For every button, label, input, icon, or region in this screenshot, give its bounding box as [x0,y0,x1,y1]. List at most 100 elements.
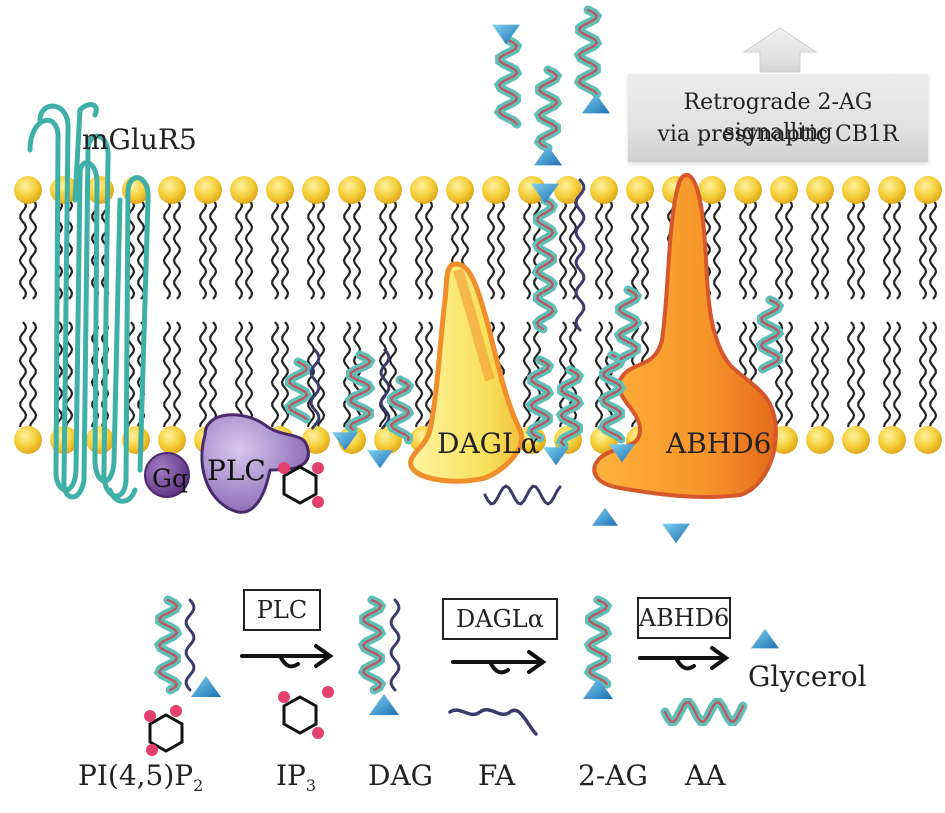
lipid-tail [388,321,398,428]
arachidonic-acid-core [663,701,745,723]
lipid-tail [784,199,794,300]
lipid-head [842,176,870,204]
lipid-tail [198,321,208,428]
lipid-tail [234,321,244,428]
lipid-tail [208,321,218,428]
lipid-tail [316,321,326,428]
lipid-head [446,176,474,204]
lipid-tail [234,199,244,300]
acyl-chain-core [287,360,309,421]
glycerol-triangle [543,447,569,466]
acyl-chain-core [157,598,179,692]
lipid-head [734,176,762,204]
lipid-head [878,176,906,204]
lipid-tail [136,199,146,300]
lipid-tail [810,321,820,428]
lipid-tail [18,321,28,428]
lipid-tail [424,321,434,428]
fa-molecule [448,708,538,736]
lipid-tail [522,199,532,300]
lipid-head [410,176,438,204]
lipid-head [770,176,798,204]
acyl-chain-core [617,288,639,361]
saturated-chain [184,598,196,692]
mglur5-label: mGluR5 [82,123,197,156]
lipid-tail [784,321,794,428]
enzyme-box-dagl: DAGLα [442,598,558,640]
lipid-tail [892,199,902,300]
abhd6-enzyme [592,173,778,499]
lipid-tail [568,199,578,300]
lipid-tail [270,199,280,300]
lipid-tail [810,199,820,300]
lipid-head [626,176,654,204]
lipid-head [806,176,834,204]
lipid-head [698,176,726,204]
lipid-head [878,426,906,454]
glycerol-triangle [367,450,393,469]
lipid-tail [18,199,28,300]
acyl-chain-core [577,8,599,96]
glycerol-triangle [369,694,399,715]
glycerol-triangle [492,24,520,45]
abhd6-label: ABHD6 [666,427,772,460]
dagl-label: DAGLα [437,427,540,460]
lipid-tail [738,199,748,300]
lipid-tail [882,321,892,428]
lipid-head [914,176,942,204]
lipid-tail [712,199,722,300]
ip3-molecule [278,686,334,739]
saturated-chain [574,178,586,332]
enzyme-box-abhd6: ABHD6 [637,597,731,639]
ip3-label: IP3 [276,759,317,795]
lipid-head [230,176,258,204]
acyl-chain-core [361,598,383,692]
lipid-tail [486,199,496,300]
lipid-tail [918,321,928,428]
lipid-tail [162,199,172,300]
lipid-tail [856,199,866,300]
acyl-chain-core [759,298,781,371]
lipid-tail [846,321,856,428]
lipid-tail [208,199,218,300]
lipid-head [158,426,186,454]
saturated-chain [379,348,391,430]
lipid-tail [280,199,290,300]
lipid-head [806,426,834,454]
pip2-label: PI(4,5)P2 [78,759,204,795]
acyl-chain-core [389,378,411,442]
membrane-lipid-chains [153,5,785,726]
retrograde-arrow [742,27,818,73]
acyl-chain [344,350,376,435]
lipid-head [266,176,294,204]
lipid-tail [172,199,182,300]
lipid-tail [424,199,434,300]
lipid-tail [820,199,830,300]
acyl-chain-core [535,198,555,331]
lipid-tail [594,199,604,300]
lipid-tail [378,321,388,428]
acyl-chain-core [601,353,623,441]
acyl-chain-core [537,68,559,150]
two-ag-label: 2-AG [578,759,648,792]
lipid-head [518,176,546,204]
lipid-tail [640,199,650,300]
lipid-tail [244,199,254,300]
lipid-tail [352,199,362,300]
fa-label: FA [478,759,516,792]
retrograde-signal-box: Retrograde 2-AG signalling via presynapt… [628,74,928,162]
plc-enzyme [200,413,310,514]
glycerol-triangle [751,628,779,649]
enzyme-box-plc: PLC [243,589,321,631]
lipid-tail [892,321,902,428]
lipid-tail [856,321,866,428]
lipid-head [338,176,366,204]
lipid-tail [270,321,280,428]
gq-label: Gq [152,464,188,493]
dag-label: DAG [368,759,434,792]
dagl-alpha-enzyme [408,261,525,484]
glycerol-triangle [592,507,618,526]
lipid-tail [882,199,892,300]
aa-label: AA [685,759,726,792]
